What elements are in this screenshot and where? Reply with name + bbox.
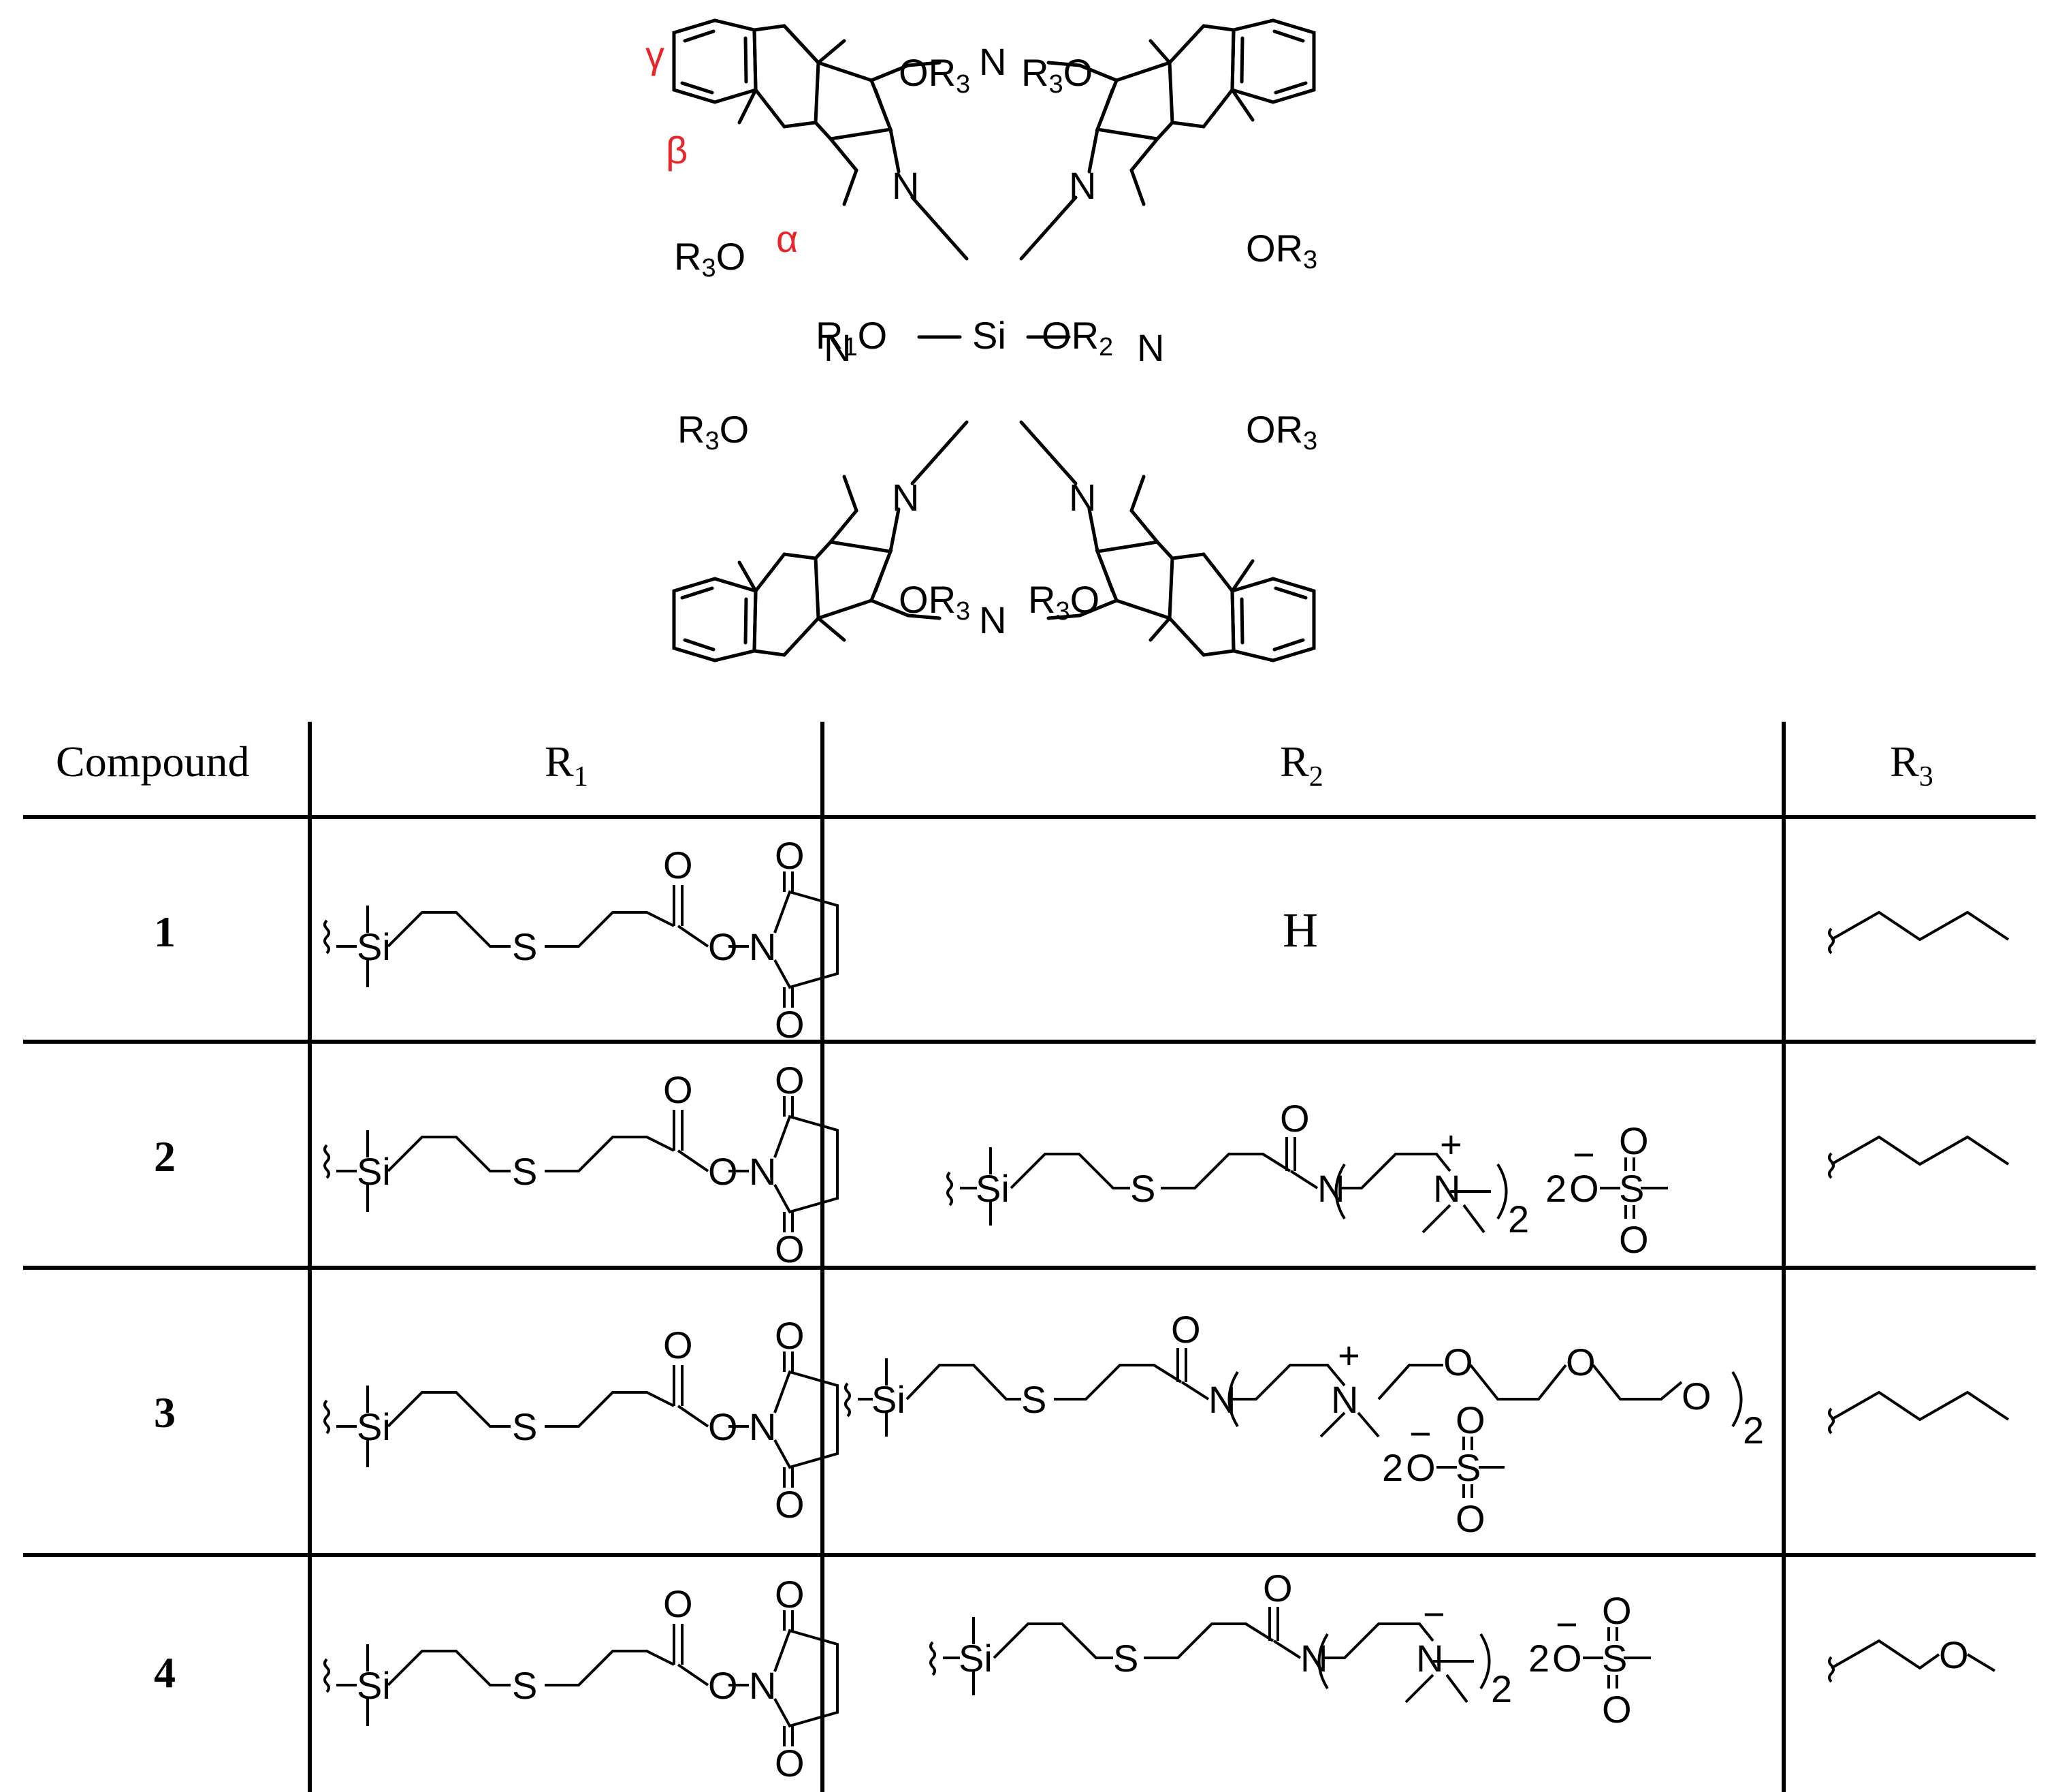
core-n-ur: N bbox=[1069, 164, 1096, 207]
svg-text:2: 2 bbox=[1491, 1667, 1512, 1710]
or3-lr-side: OR3 bbox=[1246, 408, 1317, 455]
svg-text:S: S bbox=[1619, 1167, 1644, 1210]
svg-text:O: O bbox=[1682, 1375, 1712, 1418]
benzo-ring-ul bbox=[672, 18, 758, 104]
svg-text:2: 2 bbox=[1545, 1167, 1567, 1210]
svg-text:O: O bbox=[1552, 1637, 1582, 1680]
svg-text:S: S bbox=[1456, 1446, 1481, 1489]
svg-text:2: 2 bbox=[1528, 1637, 1549, 1680]
svg-text:O: O bbox=[1263, 1567, 1293, 1610]
phthalocyanine-structure: N N N N N N N N Si R1O OR2 OR3 R3O R3O O… bbox=[645, 18, 1317, 662]
position-label-gamma: γ bbox=[645, 33, 664, 76]
bridge-n-right: N bbox=[1137, 326, 1164, 369]
svg-text:O: O bbox=[1443, 1341, 1473, 1383]
core-n-lr: N bbox=[1069, 476, 1096, 519]
svg-text:+: + bbox=[1440, 1123, 1462, 1166]
svg-text:N: N bbox=[1331, 1378, 1358, 1421]
or3-ll-bottom: OR3 bbox=[899, 578, 970, 626]
or3-ul-top: OR3 bbox=[899, 51, 970, 99]
bridge-n-bottom: N bbox=[979, 598, 1006, 641]
svg-text:O: O bbox=[1456, 1497, 1485, 1540]
svg-text:O: O bbox=[1171, 1308, 1201, 1351]
svg-text:2: 2 bbox=[1508, 1198, 1529, 1241]
svg-text:S: S bbox=[1130, 1167, 1155, 1210]
row4-r3-methoxyethyl: O bbox=[1828, 1633, 1996, 1683]
or3-ur-side: OR3 bbox=[1246, 227, 1317, 274]
header-r3: R3 bbox=[1890, 737, 1933, 793]
svg-text:N: N bbox=[1433, 1167, 1460, 1210]
svg-text:N: N bbox=[1208, 1378, 1236, 1421]
position-label-alpha: α bbox=[776, 217, 798, 260]
svg-text:2: 2 bbox=[1743, 1409, 1764, 1452]
row2-r3 bbox=[1828, 1136, 2010, 1179]
row4-r2-quaternary-ammonium: Si S O N N − 2 2 O − S O O bbox=[929, 1567, 1651, 1731]
compound-id-3: 3 bbox=[154, 1388, 176, 1437]
svg-text:O: O bbox=[1456, 1398, 1485, 1441]
svg-text:S: S bbox=[1113, 1637, 1138, 1680]
compound-id-2: 2 bbox=[154, 1132, 176, 1181]
svg-text:O: O bbox=[1939, 1633, 1969, 1676]
or3-ll-side: R3O bbox=[677, 408, 749, 455]
row3-r2-peg-quaternary-ammonium: Si S O N N + O O O 2 2 O − S O O bbox=[844, 1308, 1764, 1540]
center-si: Si bbox=[972, 314, 1006, 357]
svg-text:S: S bbox=[1602, 1637, 1627, 1680]
svg-text:O: O bbox=[1406, 1446, 1436, 1489]
svg-text:Si: Si bbox=[959, 1637, 993, 1680]
svg-text:Si: Si bbox=[871, 1378, 905, 1421]
header-r2: R2 bbox=[1280, 737, 1323, 793]
ring-bonds bbox=[672, 18, 1316, 662]
row1-r3 bbox=[1828, 911, 2010, 955]
row1-r2-hydrogen: H bbox=[1283, 903, 1318, 957]
row3-r1 bbox=[323, 1313, 839, 1527]
svg-text:−: − bbox=[1573, 1133, 1595, 1176]
benzo-ring-lr bbox=[1230, 577, 1316, 662]
core-n-ll: N bbox=[892, 476, 919, 519]
svg-text:O: O bbox=[1619, 1218, 1649, 1261]
svg-text:O: O bbox=[1619, 1119, 1649, 1162]
row2-r2-quaternary-ammonium: Si S O N N + 2 2 O − S O O bbox=[946, 1097, 1668, 1261]
row2-r1 bbox=[323, 1057, 839, 1272]
row3-r3 bbox=[1828, 1391, 2010, 1435]
svg-text:N: N bbox=[1416, 1637, 1443, 1680]
table-rules bbox=[23, 722, 2036, 1792]
position-label-beta: β bbox=[666, 129, 688, 172]
benzo-ring-ll bbox=[672, 577, 758, 662]
header-r1: R1 bbox=[545, 737, 588, 793]
svg-text:O: O bbox=[1569, 1167, 1599, 1210]
svg-text:N: N bbox=[1317, 1167, 1345, 1210]
or3-lr-bottom: R3O bbox=[1028, 578, 1099, 626]
svg-text:−: − bbox=[1409, 1412, 1432, 1455]
svg-text:O: O bbox=[1602, 1688, 1632, 1731]
svg-text:N: N bbox=[1300, 1637, 1328, 1680]
or3-ul-side: R3O bbox=[674, 235, 745, 283]
svg-text:+: + bbox=[1338, 1334, 1360, 1377]
svg-text:O: O bbox=[1566, 1341, 1596, 1383]
compound-id-1: 1 bbox=[154, 908, 176, 956]
compound-table: Compound R1 R2 R3 1 2 3 4 H bbox=[23, 722, 2036, 1792]
axial-left-ligand: R1O bbox=[816, 314, 887, 362]
svg-text:−: − bbox=[1556, 1603, 1578, 1646]
svg-text:2: 2 bbox=[1382, 1446, 1403, 1489]
row1-r1 bbox=[323, 833, 839, 1047]
bridge-n-left: N bbox=[824, 326, 851, 369]
row4-r1 bbox=[323, 1571, 839, 1786]
core-n-ul: N bbox=[892, 164, 919, 207]
benzo-ring-ur bbox=[1230, 18, 1316, 104]
or3-ur-top: R3O bbox=[1021, 51, 1093, 99]
compound-id-4: 4 bbox=[154, 1648, 176, 1697]
axial-right-ligand: OR2 bbox=[1042, 314, 1113, 362]
svg-text:O: O bbox=[1602, 1589, 1632, 1632]
svg-text:S: S bbox=[1021, 1378, 1046, 1421]
header-compound: Compound bbox=[56, 737, 249, 786]
svg-text:O: O bbox=[1280, 1097, 1310, 1140]
svg-text:−: − bbox=[1423, 1593, 1445, 1635]
bridge-n-top: N bbox=[979, 40, 1006, 83]
svg-text:Si: Si bbox=[976, 1167, 1010, 1210]
